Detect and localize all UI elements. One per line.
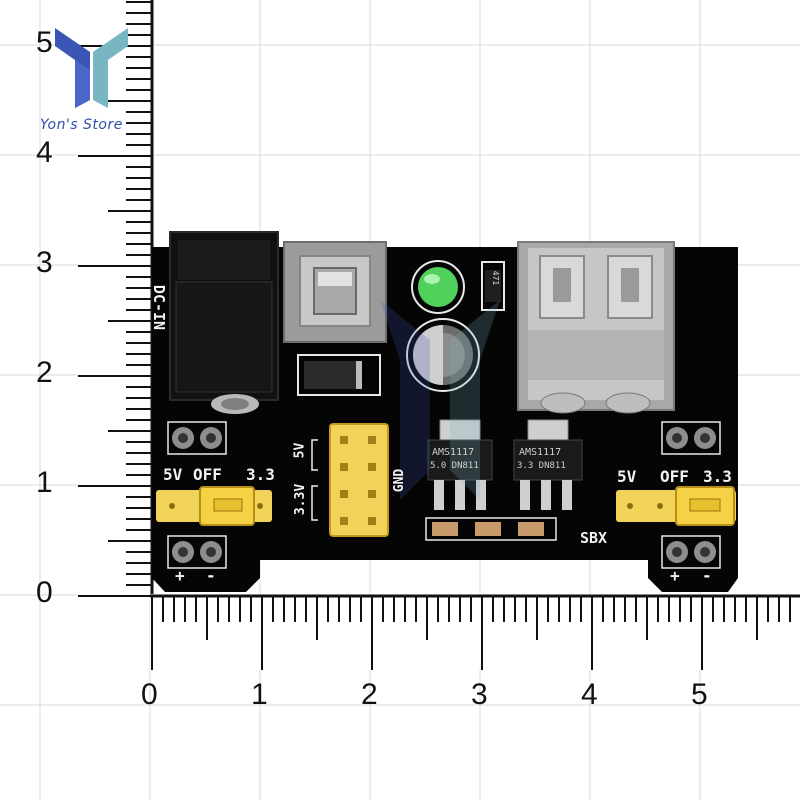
watermark-logo [380,300,500,500]
ruler-x-label-5: 5 [691,678,708,711]
ruler-x-label-1: 1 [251,678,268,711]
left-33-label: 3.3 [246,465,275,484]
power-supply-board [152,231,738,592]
left-5v-label: 5V [163,465,183,484]
left-rail-pads [167,535,227,569]
ruler-x-label-2: 2 [361,678,378,711]
diode [297,354,381,396]
ruler-y-label-3: 3 [36,246,53,279]
ruler-y-label-4: 4 [36,136,53,169]
ruler-y-label-0: 0 [36,576,53,609]
right-5v-label: 5V [617,467,637,486]
right-rail-pads [661,535,721,569]
gnd-label: GND [392,468,408,493]
store-logo [55,28,128,108]
right-33-label: 3.3 [703,467,732,486]
usb-port [517,241,675,414]
right-jumper-header [616,486,736,526]
capacitor [406,318,480,392]
horizontal-ruler [150,594,800,670]
ruler-y-label-1: 1 [36,466,53,499]
regulator-3v3-sub: 3.3 DN811 [517,461,566,471]
ruler-x-label-3: 3 [471,678,488,711]
maker-label: SBX [580,529,608,547]
right-rail-plus: + [670,566,680,585]
left-rail-minus: - [206,566,216,585]
header-33v-label: 3.3V [293,483,309,516]
dc-jack [169,231,279,414]
ruler-y-label-2: 2 [36,356,53,389]
left-jumper-header [156,486,272,526]
right-top-pads [661,421,721,455]
resistor [481,261,505,311]
dc-in-label: DC-IN [150,284,169,331]
ruler-x-label-0: 0 [141,678,158,711]
ruler-y-label-5: 5 [36,26,53,59]
store-name: Yon's Store [40,117,123,133]
ruler-x-label-4: 4 [581,678,598,711]
resistor-code: 471 [491,270,501,286]
right-rail-minus: - [702,566,712,585]
left-off-label: OFF [193,465,222,484]
regulator-3v3-label: AMS1117 [519,447,562,458]
right-off-label: OFF [660,467,689,486]
regulator-3v3 [513,419,583,510]
regulator-5v-label: AMS1117 [432,447,475,458]
smd-capacitors [425,517,557,541]
header-5v-label: 5V [292,442,308,459]
regulator-5v [427,419,493,510]
power-switch [283,241,387,343]
center-pin-header [311,423,389,537]
power-led [411,260,465,314]
regulator-5v-sub: 5.0 DN811 [430,461,479,471]
left-rail-plus: + [175,566,185,585]
left-top-pads [167,421,227,455]
